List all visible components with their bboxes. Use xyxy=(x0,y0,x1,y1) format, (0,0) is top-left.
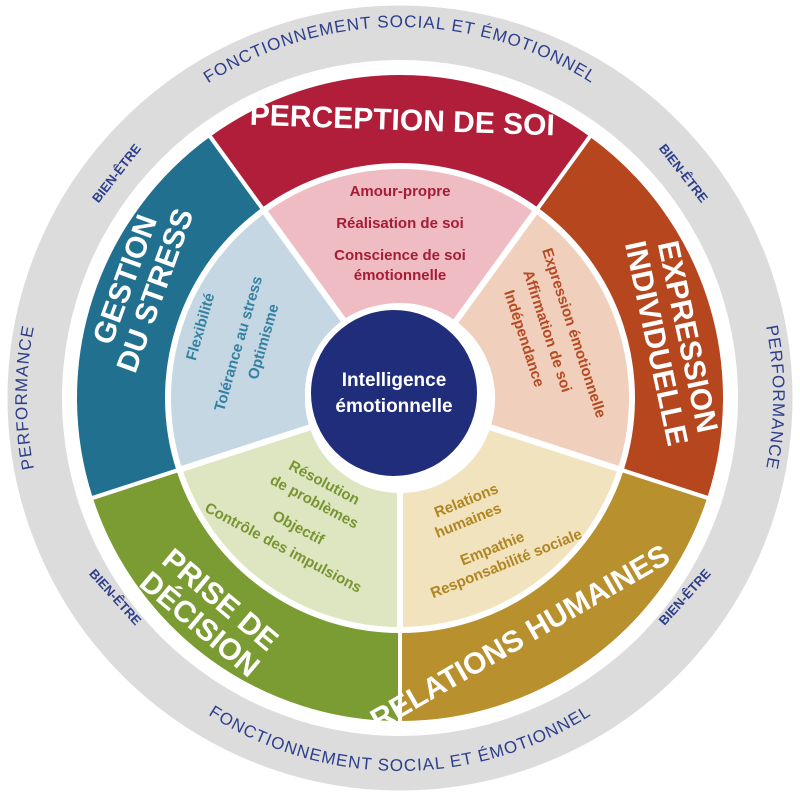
center-line1: Intelligence xyxy=(342,370,447,391)
center-circle xyxy=(305,304,483,482)
item-perception-3: Conscience de soi xyxy=(334,247,466,264)
item-perception-4: émotionnelle xyxy=(354,267,447,284)
item-perception-2: Réalisation de soi xyxy=(336,215,464,232)
band-inner-ring xyxy=(166,164,634,632)
segment-perception xyxy=(206,71,594,328)
center-line2: émotionnelle xyxy=(335,396,452,417)
item-perception-1: Amour-propre xyxy=(350,183,451,200)
items-perception: Amour-propre Réalisation de soi Conscien… xyxy=(334,183,466,284)
